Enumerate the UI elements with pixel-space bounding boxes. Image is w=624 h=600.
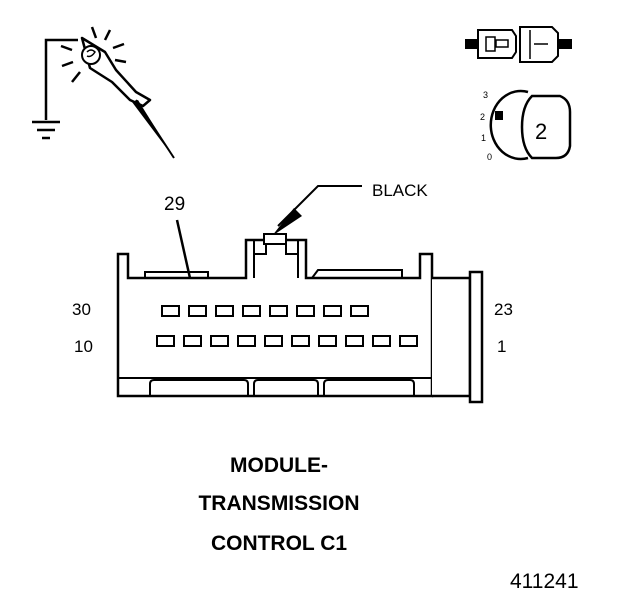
pin-cavity [318, 335, 337, 347]
pin-cavity [156, 335, 175, 347]
meter-dial-icon [489, 89, 572, 161]
dial-tick-0: 0 [487, 152, 492, 162]
connector-color-label: BLACK [372, 181, 428, 200]
pin-label-row1-left: 30 [72, 300, 91, 319]
pin-row-1 [161, 305, 369, 317]
pin-cavity [264, 335, 283, 347]
connector-plug-icon [465, 26, 572, 63]
dial-setting: 2 [535, 119, 547, 144]
test-light-probe-icon [32, 26, 175, 159]
pin-row-2 [156, 335, 418, 347]
pin-cavity [269, 305, 288, 317]
pin-cavity [350, 305, 369, 317]
pin-cavity [215, 305, 234, 317]
color-leader-arrowhead [272, 208, 302, 236]
figure-number: 411241 [510, 570, 579, 593]
pin-label-row1-right: 23 [494, 300, 513, 319]
dial-tick-1: 1 [481, 133, 486, 143]
pin-cavity [242, 305, 261, 317]
pin-label-row2-left: 10 [74, 337, 93, 356]
pin-cavity [210, 335, 229, 347]
pin-cavity [237, 335, 256, 347]
pin-label-row2-right: 1 [497, 337, 506, 356]
caption-line-3: CONTROL C1 [211, 532, 347, 555]
pin-callout-29: 29 [164, 194, 185, 215]
pin-cavity [161, 305, 180, 317]
pin-cavity [188, 305, 207, 317]
pin-cavity [372, 335, 391, 347]
pin-cavity [291, 335, 310, 347]
pin-cavity [183, 335, 202, 347]
connector-body [116, 233, 484, 404]
pin-cavity [323, 305, 342, 317]
pin-cavity [399, 335, 418, 347]
caption-line-1: MODULE- [230, 454, 328, 477]
dial-tick-3: 3 [483, 90, 488, 100]
caption-line-2: TRANSMISSION [198, 492, 359, 515]
pin-cavity [345, 335, 364, 347]
dial-tick-2: 2 [480, 112, 485, 122]
pin-cavity [296, 305, 315, 317]
